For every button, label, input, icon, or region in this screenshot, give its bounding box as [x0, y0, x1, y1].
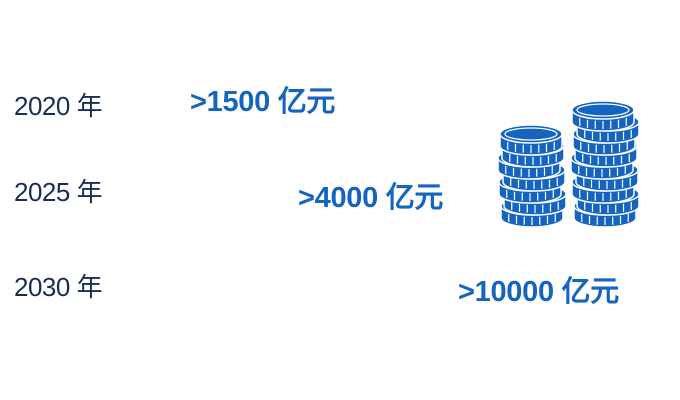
- year-2025-label: 2025 年: [14, 177, 103, 207]
- tall-stack: [570, 100, 640, 228]
- value-2025-label: >4000 亿元: [298, 182, 444, 214]
- year-2030-label: 2030 年: [14, 272, 103, 302]
- coin-stacks-icon: [497, 100, 640, 228]
- year-2020-label: 2020 年: [14, 91, 103, 121]
- value-2020-label: >1500 亿元: [190, 86, 336, 118]
- short-stack: [497, 124, 567, 228]
- coin: [571, 100, 635, 132]
- value-2030-label: >10000 亿元: [458, 276, 619, 308]
- coin: [499, 124, 563, 156]
